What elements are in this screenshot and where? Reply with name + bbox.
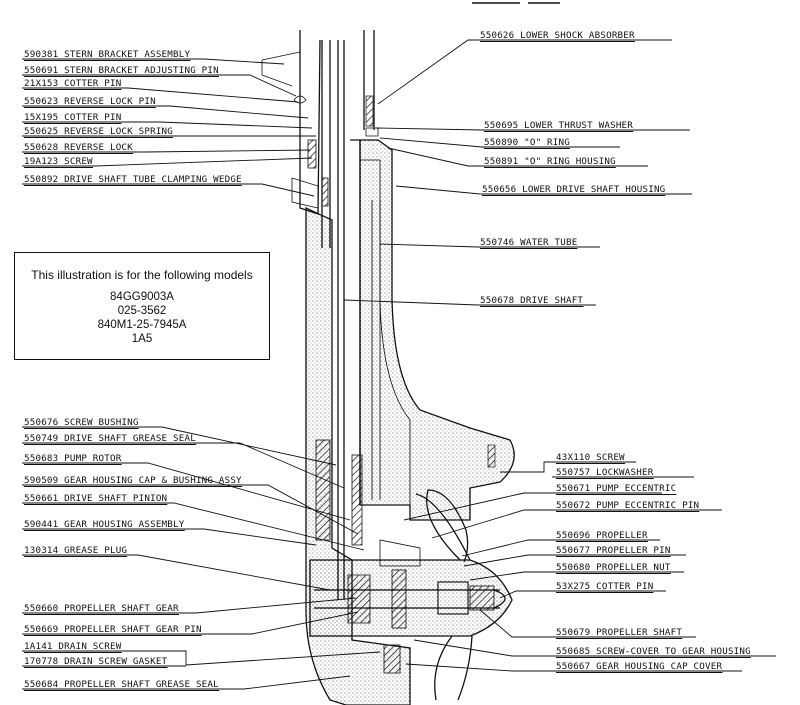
part-label: 550628 REVERSE LOCK (24, 142, 133, 153)
model-number: 025-3562 (117, 305, 167, 317)
part-label: 550683 PUMP ROTOR (24, 453, 122, 464)
part-label: 590441 GEAR HOUSING ASSEMBLY (24, 519, 185, 530)
part-label: 550684 PROPELLER SHAFT GREASE SEAL (24, 679, 219, 690)
part-label: 550890 "O" RING (484, 137, 570, 148)
propeller (415, 489, 473, 701)
part-label: 550626 LOWER SHOCK ABSORBER (480, 30, 635, 41)
part-label: 21X153 COTTER PIN (24, 78, 121, 89)
part-labels-left: 590381 STERN BRACKET ASSEMBLY 550691 STE… (24, 49, 242, 690)
model-list: 84GG9003A 025-3562 840M1-25-7945A 1A5 (15, 290, 269, 346)
part-label: 550746 WATER TUBE (480, 237, 577, 248)
leaders-right (343, 39, 776, 672)
upper-tubes (321, 30, 379, 248)
part-label: 550696 PROPELLER (556, 530, 648, 541)
part-labels-right: 550626 LOWER SHOCK ABSORBER 550695 LOWER… (480, 30, 751, 672)
part-label: 130314 GREASE PLUG (24, 545, 127, 556)
part-label: 550661 DRIVE SHAFT PINION (24, 493, 167, 504)
model-number: 84GG9003A (110, 291, 174, 303)
part-label: 590509 GEAR HOUSING CAP & BUSHING ASSY (24, 475, 242, 486)
part-label: 170778 DRAIN SCREW GASKET (24, 656, 168, 667)
part-label: 550656 LOWER DRIVE SHAFT HOUSING (482, 184, 665, 195)
model-number: 840M1-25-7945A (97, 319, 187, 331)
part-label: 550680 PROPELLER NUT (556, 562, 671, 573)
part-label: 550891 "O" RING HOUSING (484, 156, 616, 167)
leaders-left (22, 58, 381, 690)
part-label: 550660 PROPELLER SHAFT GEAR (24, 603, 179, 614)
part-label: 550892 DRIVE SHAFT TUBE CLAMPING WEDGE (24, 174, 242, 185)
part-label: 43X110 SCREW (556, 452, 625, 463)
part-label: 550676 SCREW BUSHING (24, 417, 139, 428)
part-label: 550685 SCREW-COVER TO GEAR HOUSING (556, 646, 751, 657)
info-heading: This illustration is for the following m… (31, 268, 253, 282)
part-label: 590381 STERN BRACKET ASSEMBLY (24, 49, 190, 60)
part-label: 550669 PROPELLER SHAFT GEAR PIN (24, 624, 202, 635)
part-label: 550623 REVERSE LOCK PIN (24, 96, 156, 107)
part-label: 19A123 SCREW (24, 156, 93, 167)
drive-shaft (315, 40, 381, 600)
model-number: 1A5 (131, 333, 153, 345)
model-info-box: This illustration is for the following m… (14, 252, 270, 360)
part-label: 53X275 COTTER PIN (556, 581, 653, 592)
part-label: 15X195 COTTER PIN (24, 112, 121, 123)
part-label: 550677 PROPELLER PIN (556, 545, 671, 556)
part-label: 550678 DRIVE SHAFT (480, 295, 583, 306)
part-label: 550691 STERN BRACKET ADJUSTING PIN (24, 65, 219, 76)
part-label: 550625 REVERSE LOCK SPRING (24, 126, 173, 137)
part-label: 550672 PUMP ECCENTRIC PIN (556, 500, 699, 511)
part-label: 550667 GEAR HOUSING CAP COVER (556, 661, 722, 672)
part-label: 550749 DRIVE SHAFT GREASE SEAL (24, 433, 196, 444)
part-label: 550757 LOCKWASHER (556, 467, 654, 478)
part-label: 550679 PROPELLER SHAFT (556, 627, 682, 638)
gear-housing (309, 539, 513, 674)
part-label: 550671 PUMP ECCENTRIC (556, 483, 676, 494)
part-label: 550695 LOWER THRUST WASHER (484, 120, 633, 131)
part-label: 1A141 DRAIN SCREW (24, 641, 122, 652)
